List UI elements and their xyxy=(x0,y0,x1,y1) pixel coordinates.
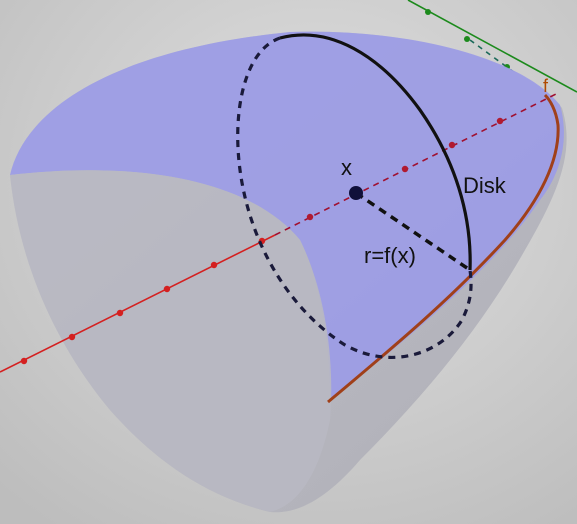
radius-line xyxy=(355,191,471,272)
center-point xyxy=(349,186,363,200)
x-axis xyxy=(0,91,561,373)
function-curve xyxy=(327,93,560,404)
x-axis-tick xyxy=(116,309,124,317)
x-axis-tick xyxy=(68,333,76,341)
disk-front-edge xyxy=(279,33,472,271)
disk-label: Disk xyxy=(463,173,507,198)
x-axis-tick xyxy=(20,357,28,365)
radius-label: r=f(x) xyxy=(364,243,416,268)
x-axis-tick xyxy=(401,165,409,173)
y-axis-tick xyxy=(464,36,470,42)
x-axis-tick xyxy=(163,285,171,293)
x-axis-tick xyxy=(210,261,218,269)
function-label: f xyxy=(543,76,549,96)
x-axis-tick xyxy=(496,117,504,125)
x-axis-tick xyxy=(448,141,456,149)
solid-inner-surface xyxy=(10,31,564,401)
point-label: x xyxy=(341,155,352,180)
solid-open-end xyxy=(10,170,332,512)
y-axis-tick xyxy=(425,9,431,15)
x-axis-tick xyxy=(306,213,314,221)
